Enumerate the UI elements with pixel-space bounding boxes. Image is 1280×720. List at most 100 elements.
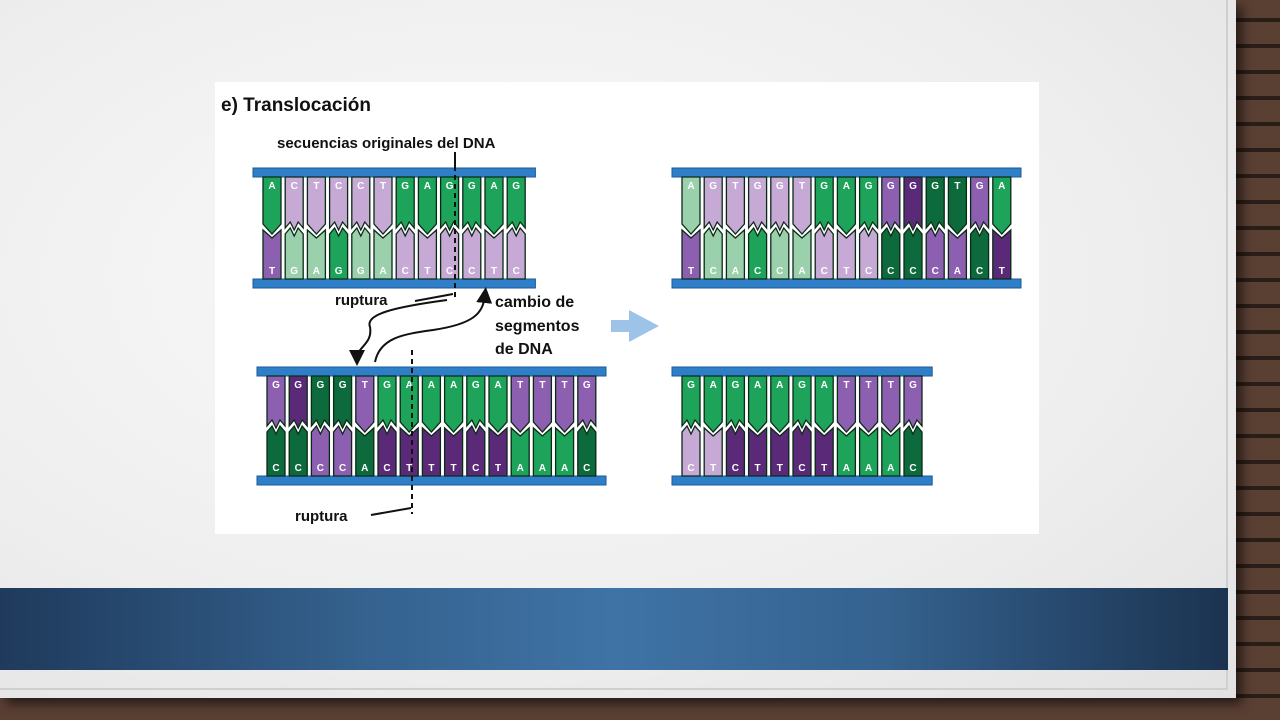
bottom-right-base-top [903,375,923,430]
bottom-right-base-bottom [881,426,901,477]
bottom-left-base-top [421,375,442,433]
top-left-base-letter-top: C [357,181,364,192]
top-left-base-bottom [506,226,526,280]
bottom-right-base-bottom [725,424,746,477]
rupture-label-top: ruptura [335,292,388,309]
top-right-base-top [836,176,857,235]
rupture-pointer-bottom [370,507,412,516]
bottom-left-base-letter-bottom: C [295,463,302,474]
top-right-base-letter-bottom: T [843,266,849,277]
bottom-right-base-top [770,375,790,433]
bottom-right-base-letter-top: G [732,380,740,391]
top-left-base-letter-bottom: G [290,266,298,277]
top-right-base-letter-bottom: C [976,266,983,277]
top-left-base-letter-bottom: T [424,266,430,277]
bottom-right-base-letter-top: A [754,380,761,391]
bottom-right-base-letter-top: G [798,380,806,391]
bottom-right-base-bottom [814,426,834,477]
top-left-base-letter-bottom: G [357,266,365,277]
bottom-right-base-bottom [681,424,701,477]
top-left-base-top [262,176,282,235]
bottom-left-base-bottom [510,426,530,477]
top-right-base-letter-bottom: C [754,266,761,277]
top-right-base-letter-bottom: C [909,266,916,277]
top-right-base-bottom [947,228,968,280]
bottom-left-base-letter-bottom: T [451,463,457,474]
top-right-base-top [925,176,945,232]
original-sequences-label: secuencias originales del DNA [277,135,496,152]
top-right-base-letter-top: G [865,181,873,192]
bottom-left-base-letter-bottom: C [583,463,590,474]
top-left-base-letter-top: T [313,181,319,192]
bottom-left-base-letter-bottom: T [495,463,501,474]
figure-svg: e) Translocación secuencias originales d… [221,95,1022,525]
bottom-left-base-letter-bottom: C [272,463,279,474]
bottom-right-base-top [792,375,812,430]
top-left-base-bottom [284,226,304,280]
bottom-left-base-letter-bottom: C [317,463,324,474]
bottom-right-base-top [681,375,701,430]
bottom-right-base-letter-top: T [888,380,894,391]
bottom-left-base-top [443,375,464,433]
bottom-right-base-bottom [903,424,923,477]
top-right-base-bottom [770,226,790,280]
top-left-base-bottom [328,226,349,280]
bottom-left-base-top [510,375,530,433]
top-right-base-letter-top: G [754,181,762,192]
exchange-arrow-up [374,287,493,363]
right-arrow-icon [611,310,659,342]
bottom-left-base-bottom [288,424,308,477]
bottom-left-base-top [554,375,575,433]
bottom-left-base-letter-top: G [339,380,347,391]
top-right-base-letter-bottom: C [821,266,828,277]
bottom-right-base-top [814,375,834,433]
bottom-right-base-letter-top: A [776,380,783,391]
top-left-base-top [506,176,526,232]
bottom-left-base-bottom [355,426,375,477]
bottom-left-base-letter-top: T [562,380,568,391]
top-right-base-letter-top: A [843,181,850,192]
top-left-base-letter-bottom: A [313,266,320,277]
bottom-right-base-letter-bottom: T [755,463,761,474]
top-right-base-letter-top: G [931,181,939,192]
backbone-top [671,167,1022,178]
top-right-base-top [681,176,701,235]
top-right-base-bottom [858,226,879,280]
bottom-right-base-letter-top: G [687,380,695,391]
backbone-top [256,366,607,377]
top-left-base-letter-bottom: T [269,266,275,277]
top-right-base-bottom [814,226,834,280]
bottom-right-base-letter-bottom: A [887,463,894,474]
slide: e) Translocación secuencias originales d… [0,0,1236,698]
top-left-base-letter-top: C [335,181,342,192]
top-right-base-letter-bottom: C [710,266,717,277]
top-left-base-top [328,176,349,232]
top-left-base-letter-top: A [424,181,431,192]
top-right-base-top [814,176,834,232]
backbone-top [252,167,536,178]
bottom-left-base-letter-bottom: A [361,463,368,474]
bottom-left-base-letter-bottom: A [517,463,524,474]
bottom-right-base-letter-top: T [866,380,872,391]
top-right-base-letter-top: G [776,181,784,192]
bottom-right-base-bottom [747,426,768,477]
bottom-right-base-letter-bottom: C [798,463,805,474]
top-right-base-letter-bottom: A [732,266,739,277]
bottom-left-base-bottom [266,424,286,477]
bottom-left-base-bottom [332,424,353,477]
top-left-base-top [417,176,438,235]
bottom-left-base-bottom [377,424,397,477]
top-left-base-letter-bottom: T [491,266,497,277]
top-right-base-top [792,176,812,235]
top-right-base-top [992,176,1012,235]
bottom-left-base-letter-bottom: C [472,463,479,474]
bottom-left-base-letter-top: G [383,380,391,391]
bottom-left-base-letter-bottom: A [539,463,546,474]
top-right-base-top [770,176,790,232]
top-right-base-bottom [747,226,768,280]
slide-border [0,0,1228,690]
bottom-left-base-bottom [532,426,553,477]
top-right-base-letter-top: G [709,181,717,192]
